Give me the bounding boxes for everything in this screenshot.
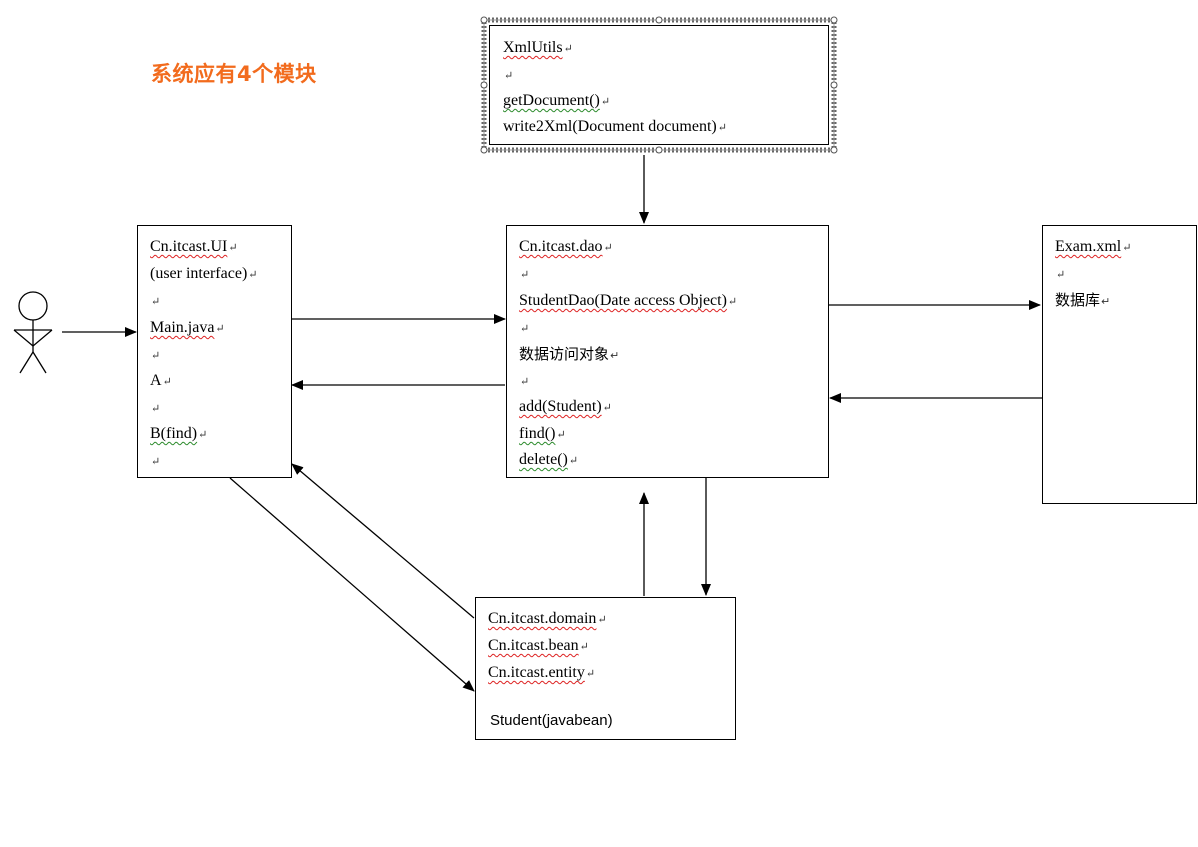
exam-database: 数据库	[1055, 291, 1101, 309]
paragraph-mark: ↵	[579, 641, 589, 653]
dao-method-delete: delete()	[519, 451, 568, 468]
paragraph-mark: ↵	[1122, 242, 1132, 254]
paragraph-mark: ↵	[151, 403, 161, 415]
exam-box: Exam.xml↵ ↵ 数据库↵	[1042, 225, 1197, 504]
paragraph-mark: ↵	[151, 296, 161, 308]
paragraph-mark: ↵	[520, 269, 530, 281]
domain-package: Cn.itcast.domain	[488, 610, 597, 627]
paragraph-mark: ↵	[597, 614, 607, 626]
paragraph-mark: ↵	[563, 43, 573, 55]
paragraph-mark: ↵	[504, 70, 514, 82]
paragraph-mark: ↵	[568, 455, 579, 467]
ui-item-a: A	[150, 372, 162, 389]
ui-item-b-find: B(find)	[150, 425, 198, 442]
dao-box: Cn.itcast.dao↵ ↵ StudentDao(Date access …	[506, 225, 829, 478]
paragraph-mark: ↵	[520, 323, 530, 335]
paragraph-mark: ↵	[602, 402, 612, 414]
ui-main-java: Main.java	[150, 319, 215, 336]
ui-box: Cn.itcast.UI↵ (user interface)↵ ↵ Main.j…	[137, 225, 292, 478]
arrow-ui-to-domain	[229, 477, 475, 692]
paragraph-mark: ↵	[151, 456, 161, 468]
domain-box: Cn.itcast.domain↵ Cn.itcast.bean↵ Cn.itc…	[475, 597, 736, 740]
paragraph-mark: ↵	[1101, 295, 1111, 308]
diagram-title: 系统应有4个模块	[151, 62, 317, 86]
paragraph-mark: ↵	[198, 429, 208, 441]
domain-student-bean: Student(javabean)	[490, 712, 613, 729]
dao-package: Cn.itcast.dao	[519, 238, 603, 255]
paragraph-mark: ↵	[228, 242, 238, 254]
paragraph-mark: ↵	[585, 668, 596, 680]
paragraph-mark: ↵	[215, 323, 225, 335]
paragraph-mark: ↵	[151, 350, 161, 362]
dao-method-find: find()	[519, 425, 556, 442]
paragraph-mark: ↵	[610, 349, 620, 362]
dao-method-add: add(Student)	[519, 398, 602, 415]
entity-package: Cn.itcast.entity	[488, 664, 585, 681]
dao-class-name: StudentDao(Date access Object)	[519, 292, 727, 309]
exam-file: Exam.xml	[1055, 238, 1122, 255]
xmlutils-write2xml: write2Xml(Document document)	[503, 118, 717, 135]
actor-icon	[13, 291, 53, 374]
paragraph-mark: ↵	[520, 376, 530, 388]
xmlutils-box: XmlUtils↵ ↵ getDocument()↵ write2Xml(Doc…	[489, 25, 829, 145]
xmlutils-get-document: getDocument()	[503, 92, 600, 109]
paragraph-mark: ↵	[603, 242, 613, 254]
xmlutils-name: XmlUtils	[503, 39, 563, 56]
paragraph-mark: ↵	[1056, 269, 1066, 281]
xmlutils-selection-frame	[480, 16, 838, 154]
paragraph-mark: ↵	[727, 296, 738, 308]
paragraph-mark: ↵	[556, 429, 566, 441]
paragraph-mark: ↵	[717, 122, 727, 134]
paragraph-mark: ↵	[600, 96, 611, 108]
arrow-domain-to-ui	[291, 463, 475, 619]
ui-package: Cn.itcast.UI	[150, 238, 228, 255]
bean-package: Cn.itcast.bean	[488, 637, 579, 654]
ui-subtitle: (user interface)	[150, 265, 248, 282]
paragraph-mark: ↵	[248, 269, 258, 281]
dao-chinese-desc: 数据访问对象	[519, 345, 610, 363]
paragraph-mark: ↵	[162, 376, 172, 388]
